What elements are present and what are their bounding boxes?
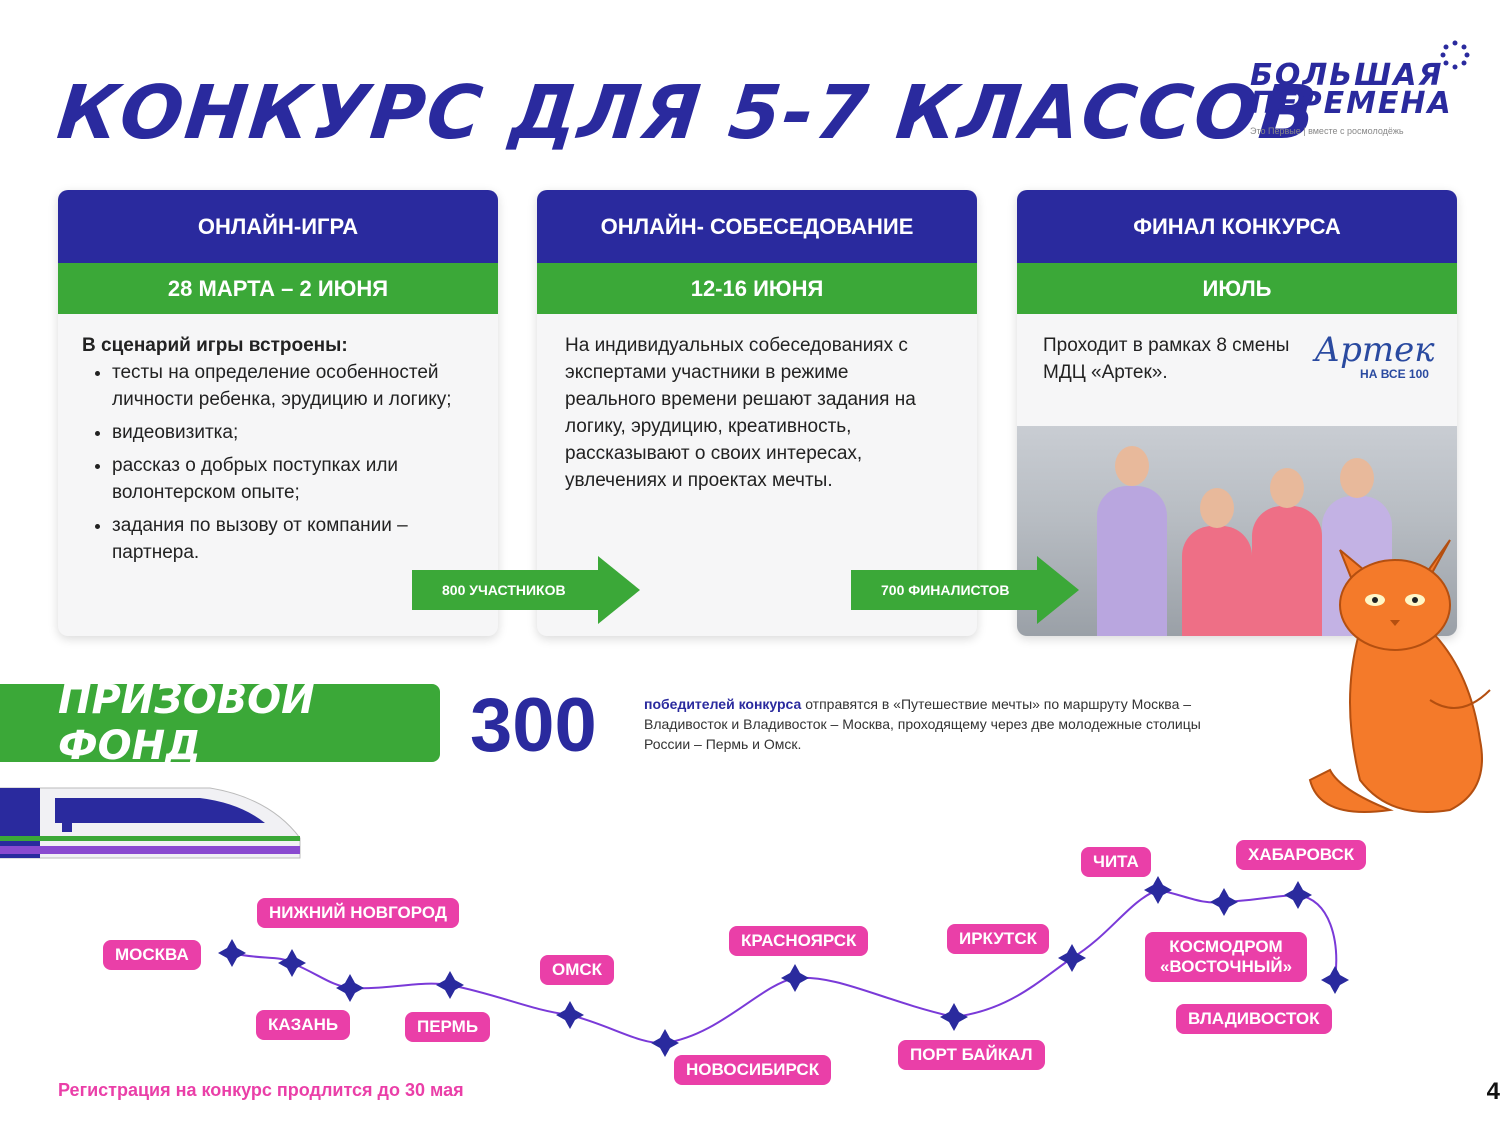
card-list: тесты на определение особенностей личнос…: [82, 359, 474, 566]
city-label-omsk: ОМСК: [540, 955, 615, 985]
route-star-icon: [1144, 876, 1172, 904]
cat-illustration: [1308, 539, 1491, 813]
route-star-icon: [651, 1029, 679, 1057]
logo-subtitle: Это Первые | вместе с росмолодёжь: [1250, 126, 1404, 136]
logo-line-2: ПЕРЕМЕНА: [1250, 86, 1453, 121]
prize-text: отправятся в «Путешествие мечты» по марш…: [644, 696, 1201, 752]
person-head: [1200, 488, 1234, 528]
route-star-icon: [278, 949, 306, 977]
city-label-nizhny-novgorod: НИЖНИЙ НОВГОРОД: [257, 898, 459, 928]
route-star-icon: [218, 939, 246, 967]
card-header: ФИНАЛ КОНКУРСА: [1017, 190, 1457, 263]
person-figure: [1252, 506, 1322, 636]
list-item: видеовизитка;: [112, 419, 474, 446]
card-online-game: ОНЛАЙН-ИГРА 28 МАРТА – 2 ИЮНЯ В сценарий…: [58, 190, 498, 636]
city-label-novosibirsk: НОВОСИБИРСК: [674, 1055, 832, 1085]
train-illustration: [0, 787, 301, 859]
card-date: 12-16 ИЮНЯ: [537, 263, 977, 314]
list-item: тесты на определение особенностей личнос…: [112, 359, 474, 413]
card-date: ИЮЛЬ: [1017, 263, 1457, 314]
prize-number: 300: [470, 683, 597, 768]
card-text: Проходит в рамках 8 смены МДЦ «Артек».: [1043, 335, 1290, 383]
card-body: В сценарий игры встроены: тесты на опред…: [58, 314, 498, 590]
page-number: 4: [1486, 1078, 1500, 1105]
artek-logo-sub: НА ВСЕ 100: [1360, 367, 1429, 381]
dots-circle-icon: [1440, 40, 1470, 70]
city-label-chita: ЧИТА: [1081, 847, 1151, 877]
arrow-tip: [598, 556, 640, 624]
registration-note: Регистрация на конкурс продлится до 30 м…: [58, 1080, 464, 1100]
route-star-icon: [1321, 966, 1349, 994]
route-star-icon: [1284, 881, 1312, 909]
city-label-krasnoyarsk: КРАСНОЯРСК: [729, 926, 869, 956]
arrow-participants: 800 УЧАСТНИКОВ: [412, 556, 640, 624]
card-text: На индивидуальных собеседованиях с экспе…: [565, 335, 916, 491]
person-head: [1340, 458, 1374, 498]
artek-logo: Артек НА ВСЕ 100: [1312, 333, 1437, 381]
route-map: [218, 876, 1349, 1057]
card-date: 28 МАРТА – 2 ИЮНЯ: [58, 263, 498, 314]
city-label-perm: ПЕРМЬ: [405, 1012, 491, 1042]
route-star-icon: [781, 964, 809, 992]
route-star-icon: [940, 1003, 968, 1031]
route-star-icon: [436, 971, 464, 999]
arrow-tip: [1037, 556, 1079, 624]
city-label-moscow: МОСКВА: [103, 940, 201, 970]
city-label-irkutsk: ИРКУТСК: [947, 924, 1049, 954]
route-star-icon: [1210, 888, 1238, 916]
artek-logo-text: Артек: [1314, 330, 1435, 370]
bolshaya-peremena-logo: БОЛЬШАЯ ПЕРЕМЕНА Это Первые | вместе с р…: [1250, 40, 1470, 152]
route-star-icon: [556, 1001, 584, 1029]
logo-line-1: БОЛЬШАЯ: [1250, 58, 1444, 93]
person-head: [1115, 446, 1149, 486]
arrow-label: 700 ФИНАЛИСТОВ: [851, 570, 1037, 610]
card-intro: В сценарий игры встроены:: [82, 335, 348, 356]
person-figure: [1097, 486, 1167, 636]
person-figure: [1182, 526, 1252, 636]
arrow-label: 800 УЧАСТНИКОВ: [412, 570, 598, 610]
city-label-port-baikal: ПОРТ БАЙКАЛ: [898, 1040, 1045, 1070]
prize-description: победителей конкурса отправятся в «Путеш…: [644, 694, 1204, 754]
person-head: [1270, 468, 1304, 508]
city-label-vladivostok: ВЛАДИВОСТОК: [1176, 1004, 1332, 1034]
card-header: ОНЛАЙН- СОБЕСЕДОВАНИЕ: [537, 190, 977, 263]
city-label-kazan: КАЗАНЬ: [256, 1010, 351, 1040]
page-title: КОНКУРС ДЛЯ 5-7 КЛАССОВ: [53, 70, 1323, 156]
prize-fund-label: ПРИЗОВОЙ ФОНД: [0, 677, 440, 769]
arrow-finalists: 700 ФИНАЛИСТОВ: [851, 556, 1079, 624]
route-star-icon: [336, 974, 364, 1002]
prize-bold: победителей конкурса: [644, 696, 802, 712]
list-item: задания по вызову от компании – партнера…: [112, 512, 474, 566]
city-label-vostochny: КОСМОДРОМ «ВОСТОЧНЫЙ»: [1145, 932, 1307, 982]
card-header: ОНЛАЙН-ИГРА: [58, 190, 498, 263]
list-item: рассказ о добрых поступках или волонтерс…: [112, 452, 474, 506]
city-label-khabarovsk: ХАБАРОВСК: [1236, 840, 1367, 870]
route-star-icon: [1058, 944, 1086, 972]
